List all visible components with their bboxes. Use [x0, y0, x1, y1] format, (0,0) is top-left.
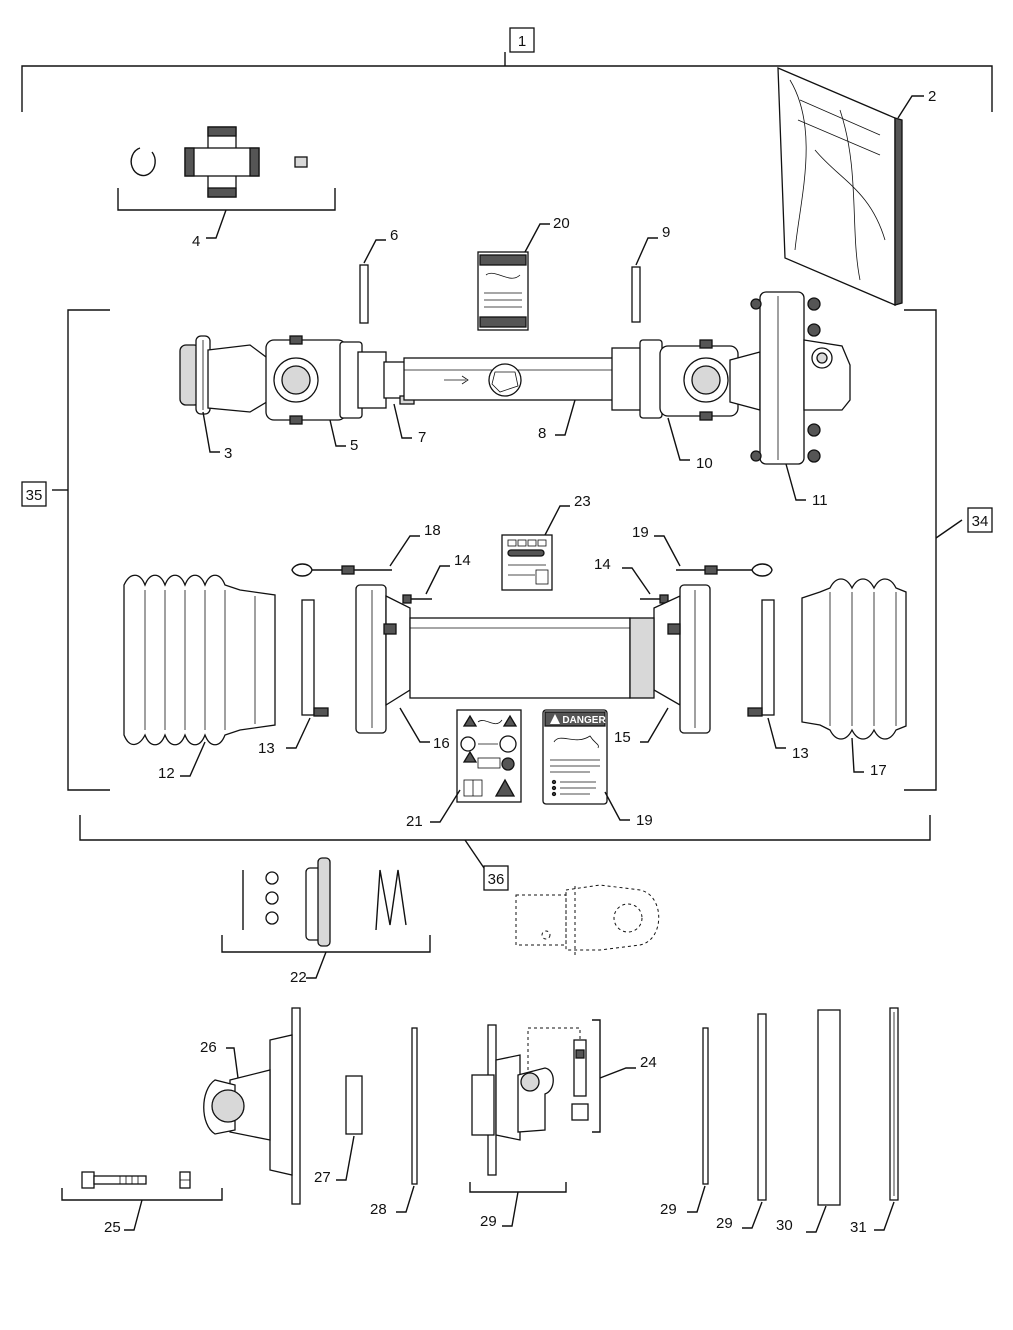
label-35: 35: [26, 487, 43, 504]
callout-22: 21: [406, 813, 423, 830]
safety-chain-19-left[interactable]: [291, 563, 392, 577]
callout-13: 13: [792, 745, 809, 762]
callout-21: 20: [553, 215, 570, 232]
flange-yoke-27[interactable]: [203, 1007, 301, 1205]
flange-yoke-30[interactable]: [471, 1024, 554, 1176]
bracket-36: [79, 815, 931, 841]
plate-9[interactable]: [631, 266, 641, 323]
kit-bracket-1: 1: [21, 27, 993, 112]
callout-12: 12: [158, 765, 175, 782]
plate-6[interactable]: [359, 264, 369, 324]
callout-4: 4: [192, 233, 200, 250]
callout-11: 11: [812, 492, 828, 509]
bellows-17[interactable]: [801, 578, 907, 740]
boxed-label-35[interactable]: [21, 481, 47, 507]
bearing-ring-13[interactable]: [747, 599, 775, 717]
screw-14-right[interactable]: [640, 594, 669, 604]
callout-26: 25: [104, 1219, 121, 1236]
callout-30: 29: [480, 1213, 497, 1230]
yoke-5[interactable]: [265, 335, 387, 425]
warning-decal-21[interactable]: [477, 251, 529, 331]
callout-14-right: 14: [594, 556, 611, 573]
callout-14-left: 14: [454, 552, 471, 569]
callout-25: 24: [640, 1054, 657, 1071]
callout-5: 5: [350, 437, 358, 454]
label-1: 1: [518, 33, 526, 50]
callout-17: 17: [870, 762, 887, 779]
callout-31: 29: [716, 1215, 733, 1232]
plate-29-right[interactable]: [702, 1027, 709, 1185]
callout-23: 22: [290, 969, 307, 986]
callout-20: 19: [636, 812, 653, 829]
callout-24: 23: [574, 493, 591, 510]
callout-9: 9: [662, 224, 670, 241]
callout-2: 2: [928, 88, 936, 105]
boxed-label-36[interactable]: [483, 865, 509, 891]
callout-15: 15: [614, 729, 631, 746]
callout-16: 16: [433, 735, 450, 752]
gasket-33[interactable]: [889, 1007, 899, 1201]
callout-6: 6: [390, 227, 398, 244]
bearing-ring-18[interactable]: [301, 599, 329, 717]
danger-decal-20[interactable]: DANGER: [542, 709, 608, 805]
clutch-flange-11[interactable]: [729, 291, 851, 465]
callout-18: 13: [258, 740, 275, 757]
callout-7: 7: [418, 429, 426, 446]
yoke-reference-dashed: [515, 884, 660, 955]
callout-3: 3: [224, 445, 232, 462]
callout-28: 27: [314, 1169, 331, 1186]
outer-tube-8[interactable]: [403, 357, 615, 401]
safety-chain-19-right[interactable]: [676, 563, 773, 577]
yoke-10[interactable]: [611, 339, 739, 421]
callout-10: 10: [696, 455, 713, 472]
plate-32[interactable]: [817, 1009, 841, 1206]
plate-31[interactable]: [757, 1013, 767, 1201]
bracket-35: [67, 309, 110, 791]
boxed-label-1[interactable]: [509, 27, 535, 53]
callout-32: 30: [776, 1217, 793, 1234]
guard-assembly: [355, 584, 711, 734]
warning-decal-22[interactable]: [456, 709, 522, 803]
shield-cone-16[interactable]: [355, 584, 411, 734]
shield-cone-15[interactable]: [629, 584, 711, 734]
callout-19-right: 19: [632, 524, 649, 541]
bracket-34: [904, 309, 937, 791]
screw-14-left[interactable]: [402, 594, 432, 604]
plate-29-left[interactable]: [411, 1027, 418, 1185]
label-34: 34: [972, 513, 989, 530]
collar-3[interactable]: [179, 335, 271, 415]
callout-19-left: 18: [424, 522, 441, 539]
bellows-12[interactable]: [123, 574, 276, 746]
callout-29-right: 29: [660, 1201, 677, 1218]
callout-27: 26: [200, 1039, 217, 1056]
driveline-assembly: [179, 291, 851, 465]
guard-tube[interactable]: [409, 617, 631, 699]
boxed-label-34[interactable]: [967, 507, 993, 533]
instruction-booklet-2[interactable]: [777, 66, 903, 306]
danger-decal-title: DANGER: [562, 715, 606, 726]
decal-24[interactable]: [501, 534, 553, 591]
callout-8: 8: [538, 425, 546, 442]
seal-kit-23[interactable]: [242, 857, 407, 947]
cross-bearing-kit-4[interactable]: [130, 126, 308, 198]
lock-kit-25[interactable]: [571, 1039, 589, 1121]
bolt-nut-kit-26[interactable]: [81, 1171, 191, 1189]
callout-33: 31: [850, 1219, 867, 1236]
callout-29-left: 28: [370, 1201, 387, 1218]
label-36: 36: [488, 871, 505, 888]
block-28[interactable]: [345, 1075, 363, 1135]
